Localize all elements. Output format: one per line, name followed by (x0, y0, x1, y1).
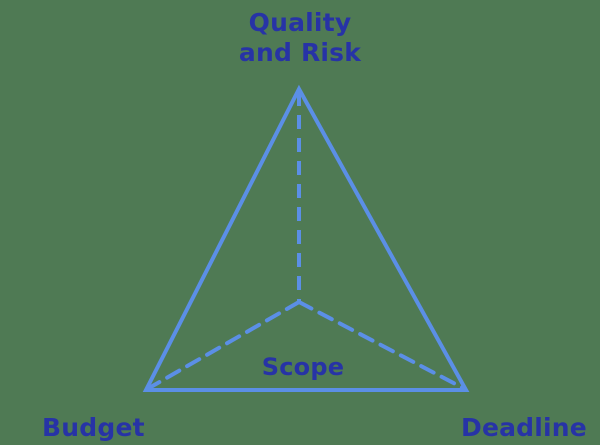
vertex-label-deadline: Deadline (461, 413, 587, 442)
label-line-2: and Risk (238, 37, 362, 67)
vertex-label-quality-and-risk: Quality and Risk (200, 8, 400, 67)
triangle-outline (142, 84, 470, 392)
vertex-label-budget: Budget (42, 413, 145, 442)
center-label-scope: Scope (261, 353, 345, 381)
dashed-line-left (147, 300, 301, 390)
dashed-line-right (297, 300, 465, 390)
label-line-1: Quality (248, 8, 352, 37)
